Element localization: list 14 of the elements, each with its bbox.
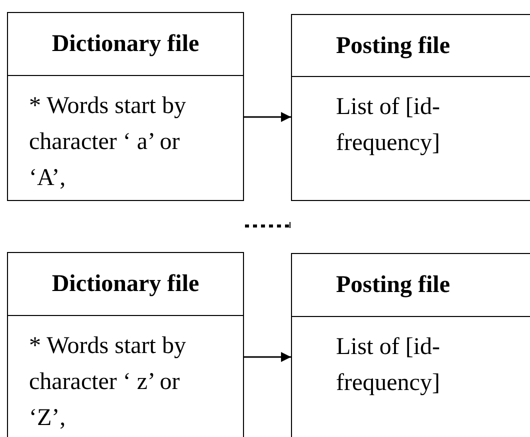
box-text: List of [id-frequency] <box>336 333 441 398</box>
box-text: List of [id-frequency] <box>336 93 441 158</box>
box-text: * Words start by character ‘ z’ or ‘Z’, <box>29 332 187 433</box>
box-heading: Dictionary file <box>52 32 200 56</box>
arrow <box>244 112 291 122</box>
box-heading: Posting file <box>336 34 450 58</box>
file-box <box>7 252 244 437</box>
box-heading: Posting file <box>336 273 450 297</box>
box-text: * Words start by character ‘ a’ or ‘A’, <box>29 92 187 193</box>
arrow <box>244 352 291 362</box>
file-box <box>7 12 244 201</box>
box-heading: Dictionary file <box>52 272 200 296</box>
file-box <box>291 253 530 437</box>
file-box <box>291 14 530 201</box>
